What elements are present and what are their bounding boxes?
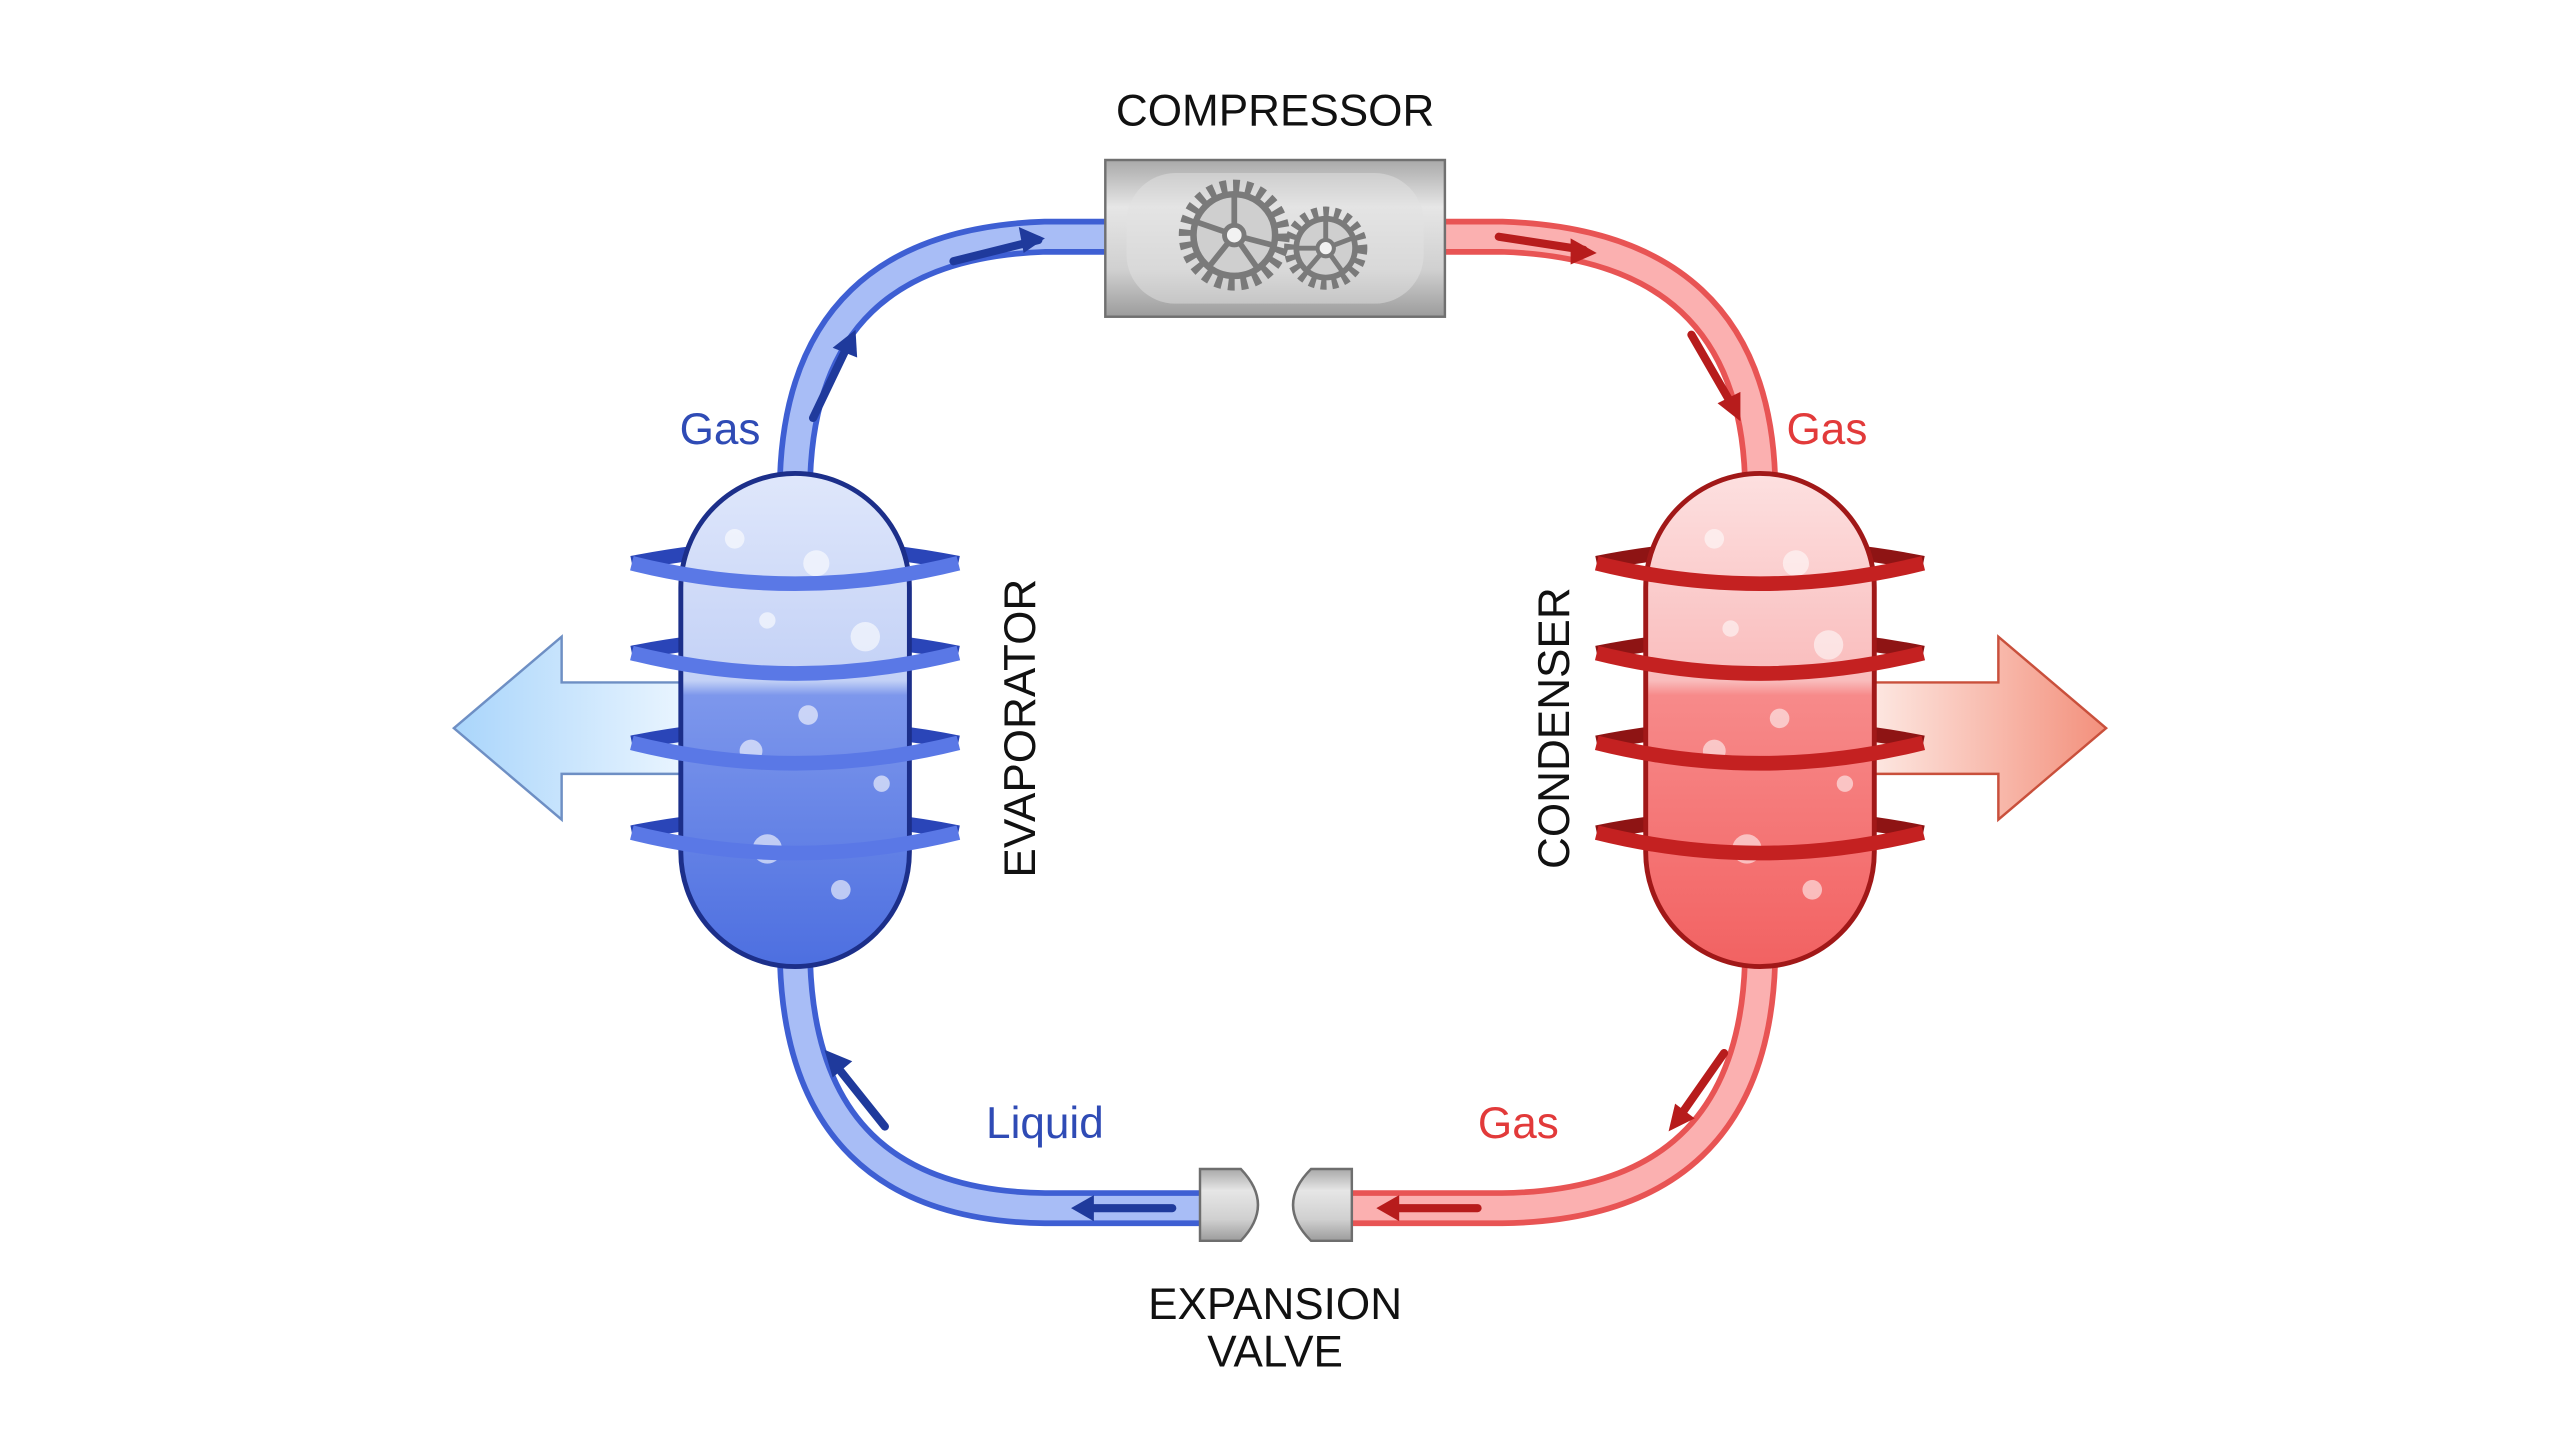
flow-arrow-icon bbox=[1494, 232, 1588, 254]
condenser-label: CONDENSER bbox=[1530, 587, 1579, 869]
flow-arrow-icon bbox=[828, 1057, 889, 1131]
flow-arrow-icon bbox=[1687, 330, 1738, 413]
heat-output-arrow bbox=[1873, 634, 2109, 823]
gear-icon bbox=[1178, 179, 1290, 291]
liquid-label: Liquid bbox=[986, 1099, 1104, 1148]
gear-icon bbox=[1284, 206, 1368, 290]
condenser-gas-in-label: Gas bbox=[1787, 405, 1868, 454]
compressor-label: COMPRESSOR bbox=[1116, 87, 1434, 136]
condenser-gas-out-label: Gas bbox=[1478, 1099, 1559, 1148]
expansion-valve-label-line1: EXPANSION bbox=[1148, 1280, 1402, 1329]
evaporator-label: EVAPORATOR bbox=[996, 579, 1045, 878]
condenser bbox=[1594, 471, 1926, 969]
flow-arrow-icon bbox=[1674, 1048, 1729, 1123]
evaporator-gas-label: Gas bbox=[680, 405, 761, 454]
compressor bbox=[1104, 158, 1447, 318]
expansion-valve bbox=[1198, 1167, 1354, 1243]
expansion-valve-label-line2: VALVE bbox=[1207, 1328, 1343, 1377]
flow-arrows bbox=[808, 226, 1741, 1222]
evaporator bbox=[630, 471, 961, 969]
cold-pipe bbox=[777, 218, 1205, 1227]
flow-arrow-icon bbox=[808, 338, 854, 423]
